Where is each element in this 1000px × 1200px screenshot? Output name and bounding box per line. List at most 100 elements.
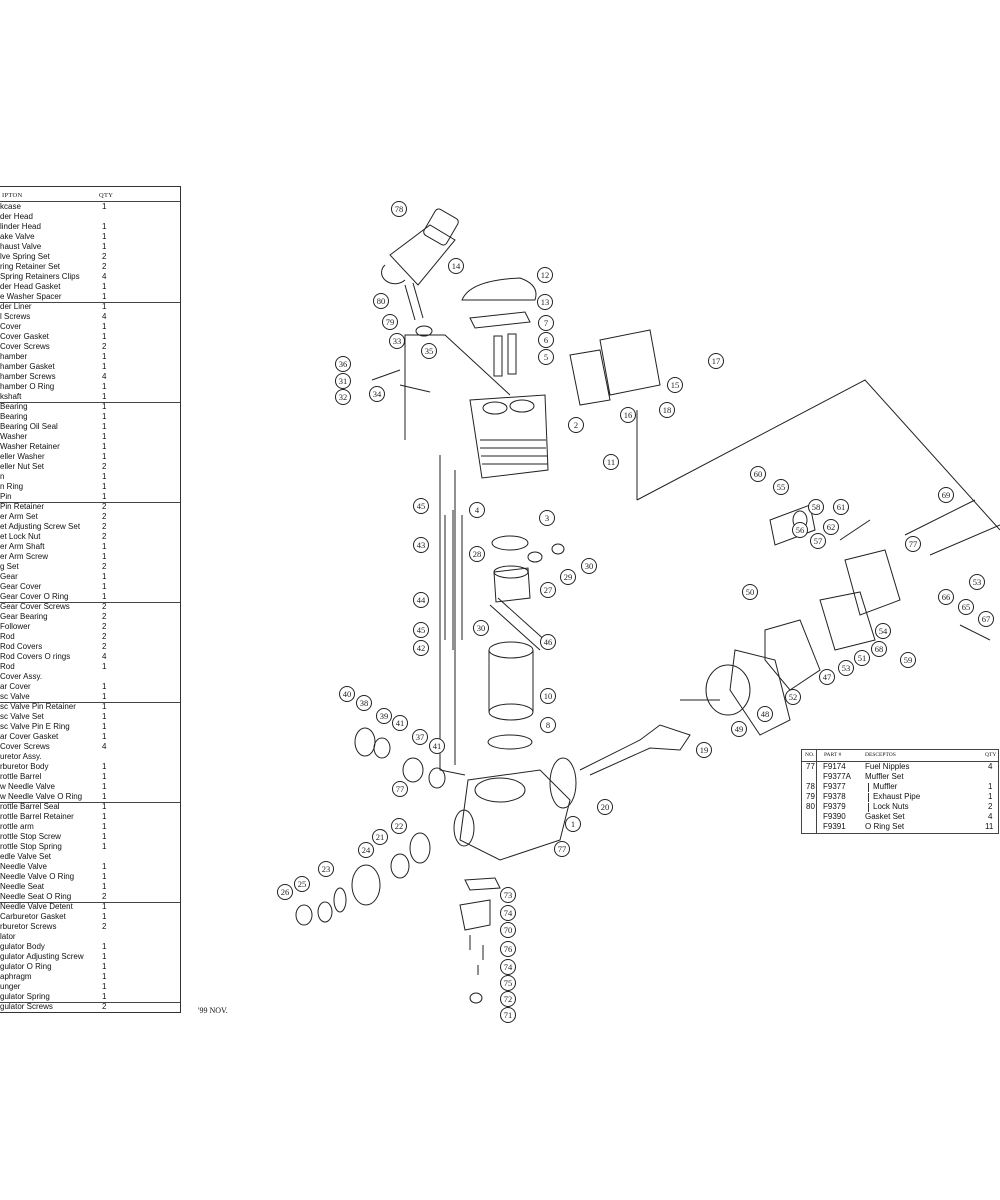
callout-circle (469, 546, 485, 562)
callout-circle (750, 466, 766, 482)
callout-number: 16 (624, 410, 633, 420)
callout-circle (565, 816, 581, 832)
callout-circle (554, 841, 570, 857)
part-description: Rod (0, 662, 15, 671)
callout-circle (597, 799, 613, 815)
part-qty: 1 (102, 592, 107, 601)
callout-circle (875, 623, 891, 639)
part-qty: 2 (988, 802, 993, 811)
header-description: IPTON (2, 192, 23, 199)
part-description: der Head (0, 212, 33, 221)
callout-circle (808, 499, 824, 515)
part-description: rottle Barrel Seal (0, 802, 60, 811)
callout-42: 42 (413, 640, 429, 656)
callout-35: 35 (421, 343, 437, 359)
callout-number: 67 (982, 614, 991, 624)
callout-number: 6 (544, 335, 548, 345)
callout-36: 36 (335, 356, 351, 372)
part-qty: 2 (102, 532, 107, 541)
callout-circle (382, 314, 398, 330)
callout-circle (500, 941, 516, 957)
divider (0, 502, 180, 503)
part-description: edle Valve Set (0, 852, 51, 861)
callout-58: 58 (808, 499, 824, 515)
callout-circle (318, 861, 334, 877)
callout-number: 46 (544, 637, 553, 647)
part-description: hamber Screws (0, 372, 56, 381)
callout-3: 3 (539, 510, 555, 526)
callout-28: 28 (469, 546, 485, 562)
callout-circle (335, 389, 351, 405)
part-description: w Needle Valve (0, 782, 55, 791)
callout-56: 56 (792, 522, 808, 538)
part-description: ring Retainer Set (0, 262, 61, 271)
part-qty: 11 (985, 822, 994, 831)
part-qty: 1 (102, 572, 107, 581)
callout-39: 39 (376, 708, 392, 724)
callout-circle (838, 660, 854, 676)
callout-circle (538, 315, 554, 331)
part-qty: 1 (102, 382, 107, 391)
part-qty: 2 (102, 632, 107, 641)
callout-53: 53 (969, 574, 985, 590)
callout-circle (667, 377, 683, 393)
part-qty: 2 (102, 502, 107, 511)
callout-number: 45 (417, 625, 426, 635)
part-qty: 1 (102, 402, 107, 411)
part-description: Fuel Nipples (865, 762, 910, 771)
item-number: 79 (806, 792, 815, 801)
callout-number: 5 (544, 352, 548, 362)
part-description: Spring Retainers Clips (0, 272, 80, 281)
part-description: et Lock Nut (0, 532, 41, 541)
part-description: rottle Barrel (0, 772, 42, 781)
part-description: rottle arm (0, 822, 34, 831)
callout-74: 74 (500, 959, 516, 975)
part-description: Bearing Oil Seal (0, 422, 58, 431)
callout-number: 77 (558, 844, 567, 854)
callout-number: 27 (544, 585, 553, 595)
part-description: ar Cover Gasket (0, 732, 59, 741)
callout-66: 66 (938, 589, 954, 605)
part-qty: 1 (102, 292, 107, 301)
part-description: Rod (0, 632, 15, 641)
callout-number: 39 (380, 711, 389, 721)
callout-circle (389, 333, 405, 349)
part-number: F9174 (823, 762, 846, 771)
callout-circle (833, 499, 849, 515)
callout-circle (792, 522, 808, 538)
callout-circle (620, 407, 636, 423)
part-qty: 1 (102, 982, 107, 991)
callout-number: 49 (735, 724, 744, 734)
part-description: hamber (0, 352, 28, 361)
part-qty: 1 (102, 942, 107, 951)
callout-number: 51 (858, 653, 867, 663)
callout-77: 77 (392, 781, 408, 797)
header-qty: QTY (985, 752, 997, 758)
callout-number: 53 (973, 577, 982, 587)
part-qty: 1 (102, 582, 107, 591)
part-number: F9377 (823, 782, 846, 791)
part-qty: 1 (102, 762, 107, 771)
callout-circle (537, 267, 553, 283)
callout-circle (537, 294, 553, 310)
part-description: gulator Adjusting Screw (0, 952, 84, 961)
part-qty: 2 (102, 462, 107, 471)
